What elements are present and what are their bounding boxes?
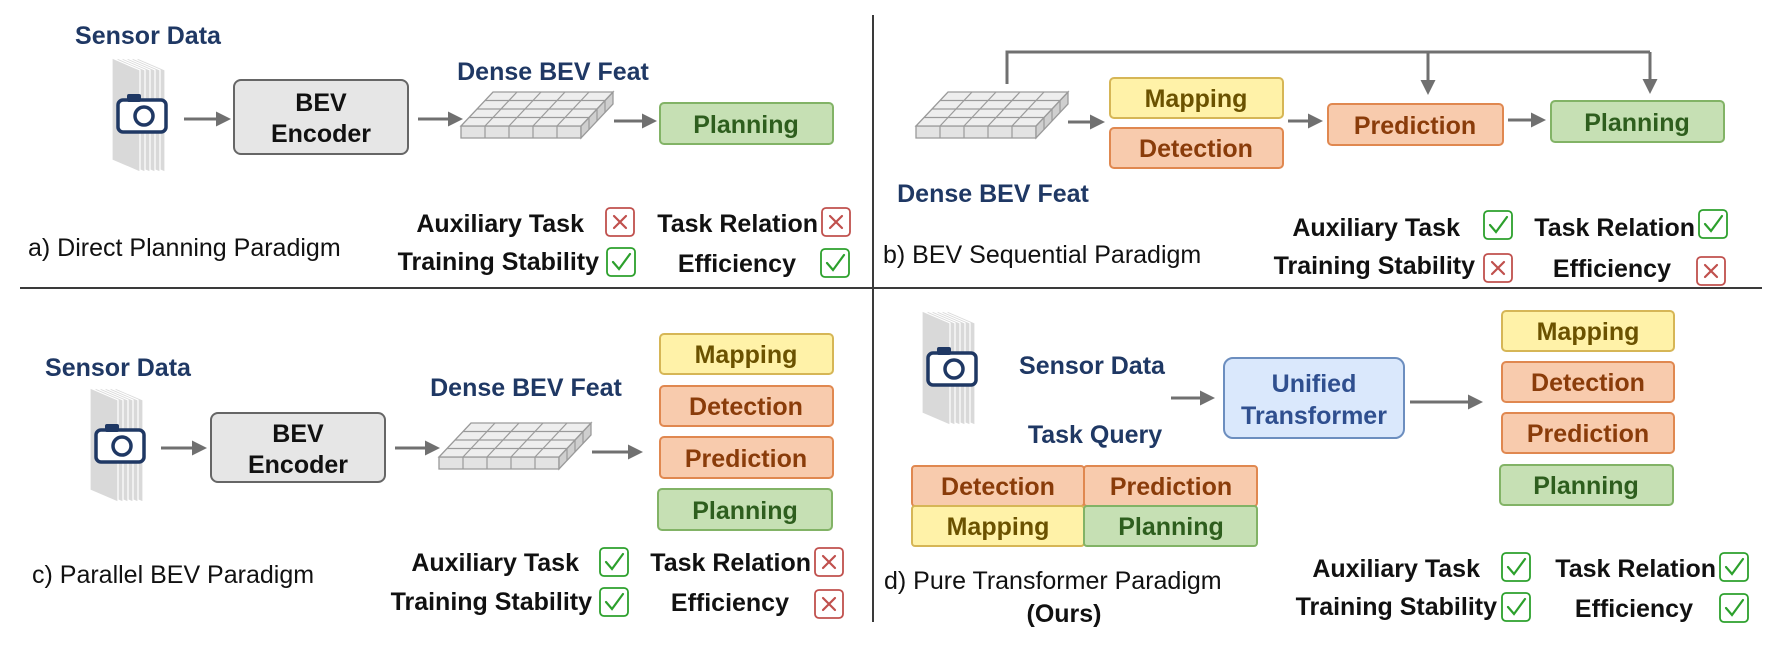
task-relation-label: Task Relation [657, 210, 818, 238]
prediction-label: Prediction [1354, 112, 1476, 140]
sensor-data-label: Sensor Data [1019, 352, 1166, 380]
camera-icon [921, 310, 978, 426]
training-stability-label: Training Stability [391, 588, 593, 616]
auxiliary-task-label: Auxiliary Task [1312, 555, 1480, 583]
query-planning-label: Planning [1118, 513, 1224, 541]
efficiency-label: Efficiency [1575, 595, 1693, 623]
mapping-box [1501, 310, 1675, 352]
task-relation-status-icon [1698, 209, 1728, 239]
dense-bev-feat-label: Dense BEV Feat [430, 374, 622, 402]
skip-connection-line [1005, 50, 1650, 84]
auxiliary-task-label: Auxiliary Task [1292, 214, 1460, 242]
prediction-box [1327, 103, 1504, 146]
task-relation-status-icon [1719, 552, 1749, 582]
bev-encoder-box [210, 412, 386, 483]
detection-label: Detection [689, 393, 803, 421]
detection-box [1501, 361, 1675, 403]
efficiency-status-icon [1719, 593, 1749, 623]
efficiency-label: Efficiency [1553, 255, 1671, 283]
efficiency-label: Efficiency [671, 589, 789, 617]
auxiliary-task-label: Auxiliary Task [411, 549, 579, 577]
panel-d-caption: d) Pure Transformer Paradigm [884, 567, 1222, 595]
detection-box [1109, 127, 1284, 169]
auxiliary-task-status-icon [599, 547, 629, 577]
panel-c-caption: c) Parallel BEV Paradigm [32, 561, 314, 589]
auxiliary-task-status-icon [1483, 210, 1513, 240]
sensor-data-label: Sensor Data [45, 354, 192, 382]
training-stability-status-icon [1483, 253, 1513, 283]
detection-label: Detection [1139, 135, 1253, 163]
unified-transformer-line1: Unified [1272, 370, 1357, 398]
panel-a-caption: a) Direct Planning Paradigm [28, 234, 341, 262]
planning-box [1499, 464, 1674, 506]
panel-b-caption: b) BEV Sequential Paradigm [883, 241, 1201, 269]
task-relation-status-icon [821, 207, 851, 237]
mapping-box [659, 333, 834, 375]
prediction-box [1501, 412, 1675, 454]
efficiency-status-icon [1696, 256, 1726, 286]
planning-label: Planning [692, 497, 798, 525]
panel-c: Sensor Data BEV Encoder Dense BEV Feat M… [32, 333, 844, 619]
training-stability-status-icon [606, 247, 636, 277]
training-stability-status-icon [599, 587, 629, 617]
unified-transformer-line2: Transformer [1241, 402, 1387, 430]
prediction-label: Prediction [685, 445, 807, 473]
unified-transformer-box [1223, 357, 1405, 439]
dense-bev-feat-label: Dense BEV Feat [457, 58, 649, 86]
training-stability-label: Training Stability [398, 248, 600, 276]
query-prediction-label: Prediction [1110, 473, 1232, 501]
ours-label: (Ours) [1027, 600, 1102, 628]
prediction-box [659, 436, 834, 479]
mapping-label: Mapping [695, 341, 798, 369]
detection-box [659, 385, 834, 427]
training-stability-label: Training Stability [1296, 593, 1498, 621]
task-relation-status-icon [814, 547, 844, 577]
panel-d: Sensor Data Task Query Detection Predict… [884, 310, 1749, 628]
panel-a: Sensor Data BEV Encoder Dense BEV Feat P… [28, 22, 851, 278]
auxiliary-task-status-icon [605, 207, 635, 237]
bev-feature-grid-icon [459, 90, 615, 140]
bev-encoder-line1: BEV [272, 420, 324, 448]
query-planning-box [1083, 505, 1258, 547]
detection-label: Detection [1531, 369, 1645, 397]
dense-bev-feat-label: Dense BEV Feat [897, 180, 1089, 208]
task-query-label: Task Query [1028, 421, 1162, 449]
bev-encoder-box [233, 79, 409, 155]
efficiency-status-icon [814, 589, 844, 619]
auxiliary-task-label: Auxiliary Task [416, 210, 584, 238]
bev-feature-grid-icon [437, 421, 593, 471]
auxiliary-task-status-icon [1501, 552, 1531, 582]
bev-encoder-line2: Encoder [248, 451, 348, 479]
task-relation-label: Task Relation [1534, 214, 1695, 242]
task-relation-label: Task Relation [650, 549, 811, 577]
panel-b: Dense BEV Feat Mapping Detection Predict… [883, 50, 1728, 286]
mapping-label: Mapping [1145, 85, 1248, 113]
efficiency-label: Efficiency [678, 250, 796, 278]
camera-icon [89, 387, 146, 503]
query-mapping-label: Mapping [947, 513, 1050, 541]
bev-feature-grid-icon [914, 90, 1070, 140]
prediction-label: Prediction [1527, 420, 1649, 448]
planning-label: Planning [1533, 472, 1639, 500]
efficiency-status-icon [820, 248, 850, 278]
mapping-box [1109, 77, 1284, 119]
bev-encoder-line1: BEV [295, 89, 347, 117]
planning-label: Planning [1584, 109, 1690, 137]
bev-encoder-line2: Encoder [271, 120, 371, 148]
mapping-label: Mapping [1537, 318, 1640, 346]
sensor-data-label: Sensor Data [75, 22, 222, 50]
camera-icon [111, 57, 168, 173]
task-relation-label: Task Relation [1555, 555, 1716, 583]
training-stability-status-icon [1501, 592, 1531, 622]
training-stability-label: Training Stability [1274, 252, 1476, 280]
query-detection-label: Detection [941, 473, 1055, 501]
planning-label: Planning [693, 111, 799, 139]
planning-box [1550, 100, 1725, 143]
planning-box [657, 488, 833, 531]
planning-box [659, 102, 834, 145]
